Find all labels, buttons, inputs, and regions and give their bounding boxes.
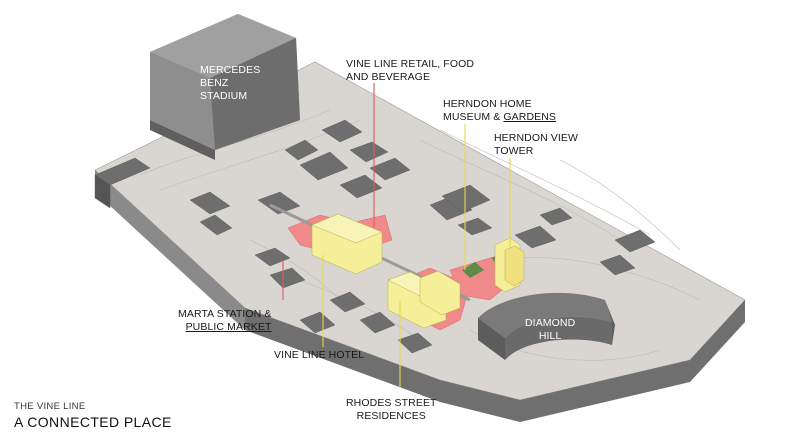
retail-label-line2: AND BEVERAGE: [346, 71, 431, 83]
hotel-label-text: VINE LINE HOTEL: [274, 349, 365, 361]
terrain-side-left: [95, 170, 245, 330]
terrain-side-front: [245, 300, 745, 422]
diamond-hill-line2: HILL: [538, 330, 562, 342]
tower-label-line2: TOWER: [494, 145, 534, 157]
museum-label-line2: MUSEUM & GARDENS: [443, 111, 556, 124]
diamond-hill-line1: DIAMOND: [525, 317, 576, 329]
diamond-hill-building: [478, 292, 615, 360]
marta-label: MARTA STATION & PUBLIC MARKET: [178, 308, 271, 334]
hotel-label: VINE LINE HOTEL: [274, 349, 364, 362]
tower-label-line1: HERNDON VIEW: [494, 132, 579, 144]
diamond-hill-label: DIAMOND HILL: [525, 317, 575, 343]
rhodes-label-line2: RESIDENCES: [356, 410, 426, 422]
stadium-label-line3: STADIUM: [200, 90, 248, 102]
caption-subtitle: THE VINE LINE: [14, 401, 86, 412]
leader-lines: [282, 83, 511, 388]
tower-label: HERNDON VIEW TOWER: [494, 132, 578, 158]
museum-label-text: MUSEUM &: [443, 111, 504, 123]
museum-label-line1: HERNDON HOME: [443, 98, 532, 110]
retail-label: VINE LINE RETAIL, FOOD AND BEVERAGE: [346, 58, 474, 84]
rhodes-label: RHODES STREET RESIDENCES: [346, 397, 437, 423]
retail-label-line1: VINE LINE RETAIL, FOOD: [346, 58, 475, 70]
caption-title: A CONNECTED PLACE: [14, 414, 172, 430]
stadium-label-line2: BENZ: [200, 77, 229, 89]
rhodes-label-line1: RHODES STREET: [346, 397, 437, 409]
marta-label-line1: MARTA STATION &: [178, 308, 272, 320]
highlighted-buildings: [311, 213, 525, 329]
stadium-block: [150, 14, 300, 160]
stadium-label: MERCEDES BENZ STADIUM: [200, 64, 260, 103]
museum-label: HERNDON HOME MUSEUM & GARDENS: [443, 98, 556, 124]
stadium-label-line1: MERCEDES: [200, 64, 261, 76]
marta-label-line2: PUBLIC MARKET: [185, 321, 272, 333]
gardens-link-text: GARDENS: [503, 111, 557, 123]
context-buildings: [94, 119, 656, 354]
